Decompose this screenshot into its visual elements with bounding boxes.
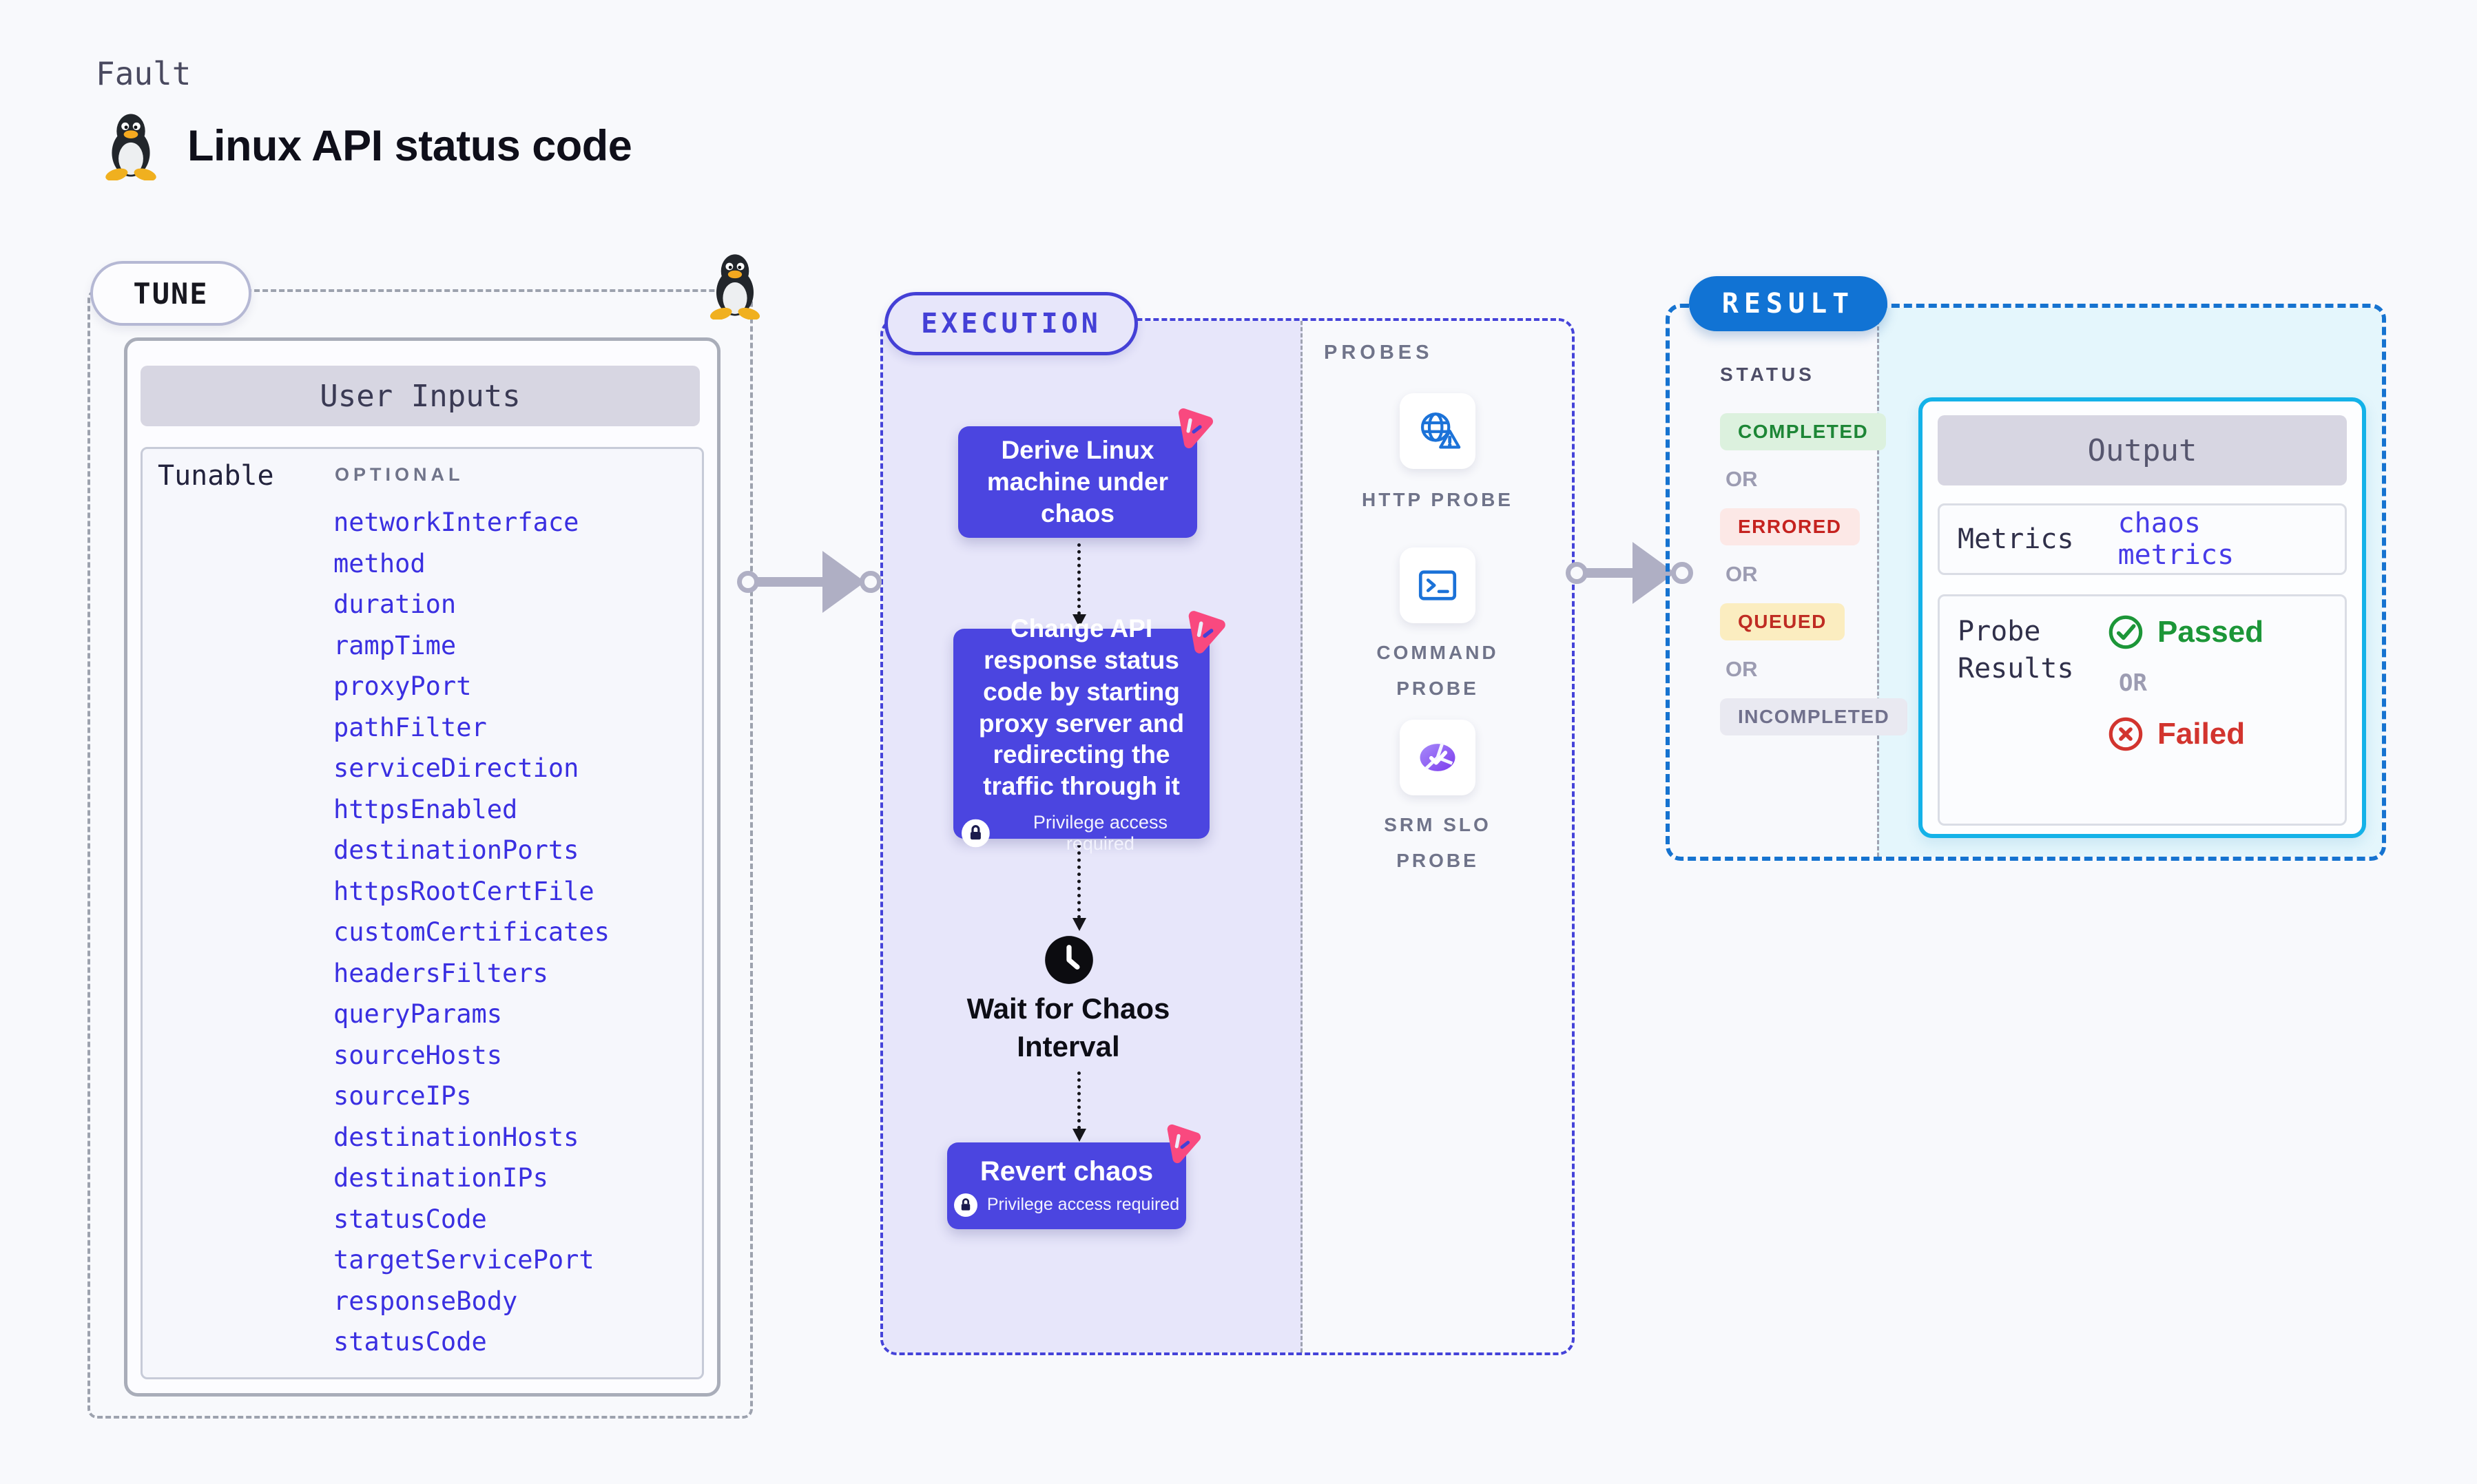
- or-separator: OR: [1725, 467, 1758, 491]
- tunable-item: customCertificates: [333, 917, 610, 948]
- clock-icon: [1045, 936, 1093, 984]
- tunable-item: httpsRootCertFile: [333, 876, 594, 906]
- probe-label: SRM SLO PROBE: [1384, 814, 1491, 871]
- slo-donut-icon: [1420, 742, 1455, 771]
- metrics-row: Metrics chaos metrics: [1938, 503, 2347, 575]
- flow-arrow: [1072, 844, 1086, 931]
- tunable-item: rampTime: [333, 630, 457, 660]
- tunables-list: networkInterface method duration rampTim…: [333, 502, 698, 1363]
- tunable-item: statusCode: [333, 1204, 487, 1234]
- user-inputs-body: Tunable OPTIONAL networkInterface method…: [141, 447, 704, 1379]
- page-title: Linux API status code: [187, 122, 632, 170]
- connector-dot-icon: [737, 571, 759, 593]
- step-text: Revert chaos: [980, 1156, 1154, 1187]
- optional-column-label: OPTIONAL: [335, 464, 464, 485]
- tux-penguin-icon: [705, 251, 765, 320]
- srm-slo-probe-card: [1400, 720, 1475, 795]
- execution-pill: EXECUTION: [884, 292, 1138, 355]
- step-text: Derive Linux machine under chaos: [986, 436, 1169, 527]
- step-text: Change API response status code by start…: [978, 614, 1185, 801]
- connector-dot-icon: [860, 571, 882, 593]
- arrow-probes-to-result: [1583, 568, 1634, 578]
- privilege-note: Privilege access required: [954, 1193, 1179, 1217]
- privilege-text: Privilege access required: [1033, 812, 1168, 855]
- connector-dot-icon: [1671, 562, 1693, 584]
- output-card: Output Metrics chaos metrics Probe Resul…: [1918, 397, 2366, 838]
- check-circle-icon: [2108, 615, 2143, 649]
- tunable-row-label: Tunable: [158, 460, 274, 492]
- probe-results-label: Probe Results: [1958, 616, 2074, 684]
- or-separator: OR: [2119, 669, 2147, 697]
- tunable-item: sourceIPs: [333, 1081, 472, 1111]
- privilege-text: Privilege access required: [986, 1195, 1180, 1215]
- step-derive-machine: Derive Linux machine under chaos: [958, 426, 1197, 538]
- tunable-item: destinationPorts: [333, 835, 579, 866]
- litmus-chaos-icon: [1160, 1122, 1203, 1165]
- user-inputs-header: User Inputs: [141, 366, 700, 426]
- status-badge-incompleted: INCOMPLETED: [1720, 698, 1908, 735]
- passed-line: Passed: [2106, 613, 2263, 651]
- step-wait-label: Wait for Chaos Interval: [966, 992, 1170, 1063]
- privilege-note: Privilege access required: [962, 812, 1201, 855]
- probe-label: COMMAND PROBE: [1376, 642, 1499, 699]
- tunable-item: headersFilters: [333, 958, 548, 988]
- failed-line: Failed: [2106, 715, 2263, 753]
- status-badge-completed: COMPLETED: [1720, 413, 1887, 450]
- flow-arrow: [1072, 543, 1086, 627]
- kicker-label: Fault: [96, 55, 191, 92]
- status-column: COMPLETED OR ERRORED OR QUEUED OR INCOMP…: [1720, 413, 1908, 735]
- tunable-item: destinationIPs: [333, 1163, 548, 1193]
- tunable-item: sourceHosts: [333, 1040, 503, 1070]
- command-probe-card: [1400, 547, 1475, 623]
- tune-pill: TUNE: [90, 261, 251, 326]
- or-separator: OR: [1725, 657, 1758, 681]
- probe-label: HTTP PROBE: [1362, 489, 1513, 510]
- status-badge-errored: ERRORED: [1720, 508, 1860, 545]
- connector-dot-icon: [1566, 562, 1588, 584]
- lock-icon: [954, 1193, 977, 1217]
- user-inputs-card: User Inputs Tunable OPTIONAL networkInte…: [124, 337, 721, 1397]
- step-revert-chaos: Revert chaos Privilege access required: [947, 1142, 1186, 1229]
- tune-section: [87, 289, 753, 1419]
- flow-arrow: [1072, 1072, 1086, 1142]
- tunable-item: destinationHosts: [333, 1122, 579, 1152]
- tunable-item: queryParams: [333, 999, 503, 1030]
- tux-penguin-icon: [101, 110, 161, 180]
- tunable-item: networkInterface: [333, 508, 579, 538]
- terminal-icon: [1418, 570, 1457, 600]
- failed-label: Failed: [2157, 717, 2246, 751]
- tunable-item: method: [333, 548, 426, 578]
- probe-results-values: Passed OR Failed: [2106, 613, 2263, 807]
- http-probe-card: [1400, 393, 1475, 469]
- tunables-column: OPTIONAL networkInterface method duratio…: [333, 456, 698, 1363]
- x-circle-icon: [2108, 717, 2143, 751]
- passed-label: Passed: [2157, 615, 2264, 649]
- litmus-chaos-icon: [1171, 406, 1215, 450]
- globe-alert-icon: [1420, 412, 1461, 449]
- result-pill: RESULT: [1689, 276, 1887, 331]
- step-change-status-code: Change API response status code by start…: [953, 614, 1210, 854]
- tunable-item: statusCode: [333, 1327, 487, 1357]
- tunable-item: duration: [333, 589, 457, 620]
- probe-results-row: Probe Results Passed OR Failed: [1938, 594, 2347, 826]
- tunable-item: responseBody: [333, 1286, 518, 1316]
- probes-label: PROBES: [1324, 342, 1433, 364]
- tunable-item: pathFilter: [333, 712, 487, 742]
- arrow-tune-to-execution: [754, 577, 822, 587]
- metrics-value: chaos metrics: [2117, 508, 2235, 571]
- tunable-item: proxyPort: [333, 671, 472, 702]
- lock-icon: [962, 819, 990, 848]
- arrowhead-icon: [822, 551, 865, 613]
- tunable-item: targetServicePort: [333, 1245, 594, 1275]
- output-header: Output: [1938, 415, 2347, 485]
- tunable-item: serviceDirection: [333, 753, 579, 784]
- status-badge-queued: QUEUED: [1720, 603, 1845, 640]
- or-separator: OR: [1725, 562, 1758, 586]
- metrics-label: Metrics: [1958, 523, 2074, 555]
- status-label: STATUS: [1720, 364, 1815, 385]
- litmus-chaos-icon: [1181, 609, 1227, 656]
- tunable-item: httpsEnabled: [333, 794, 518, 824]
